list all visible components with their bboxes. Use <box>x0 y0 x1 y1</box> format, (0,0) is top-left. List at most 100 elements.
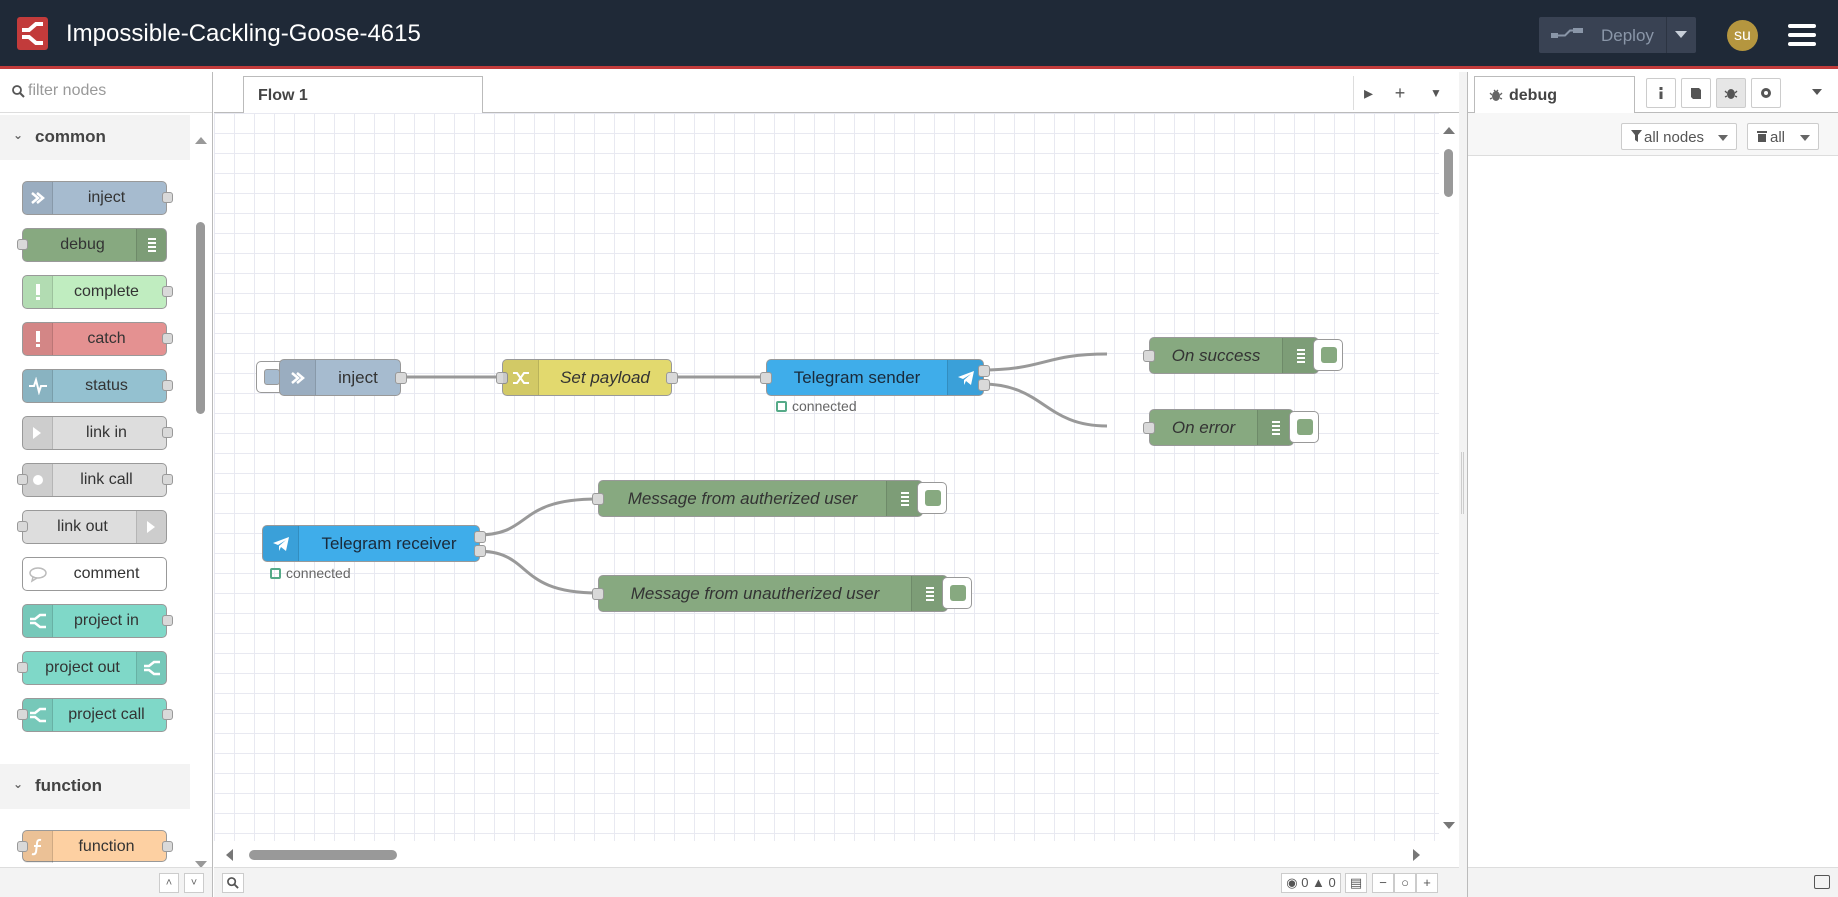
flow-canvas[interactable]: inject Set payload Telegram sender conne… <box>214 113 1439 841</box>
output-port[interactable] <box>162 427 173 438</box>
notification-counts[interactable]: ◉ 0 ▲ 0 <box>1281 873 1341 893</box>
output-port-2[interactable] <box>978 379 990 391</box>
user-avatar[interactable]: su <box>1727 20 1758 51</box>
clear-messages-dropdown[interactable]: all <box>1747 123 1819 150</box>
scroll-up-icon[interactable] <box>194 135 208 145</box>
palette-node-comment[interactable]: comment <box>22 557 167 591</box>
input-port[interactable] <box>1143 350 1155 362</box>
expand-all-icon[interactable]: ˅ <box>184 873 204 893</box>
flow-node-telegram-sender[interactable]: Telegram sender <box>760 359 990 396</box>
sidebar-splitter[interactable] <box>1459 72 1467 897</box>
config-tab-button[interactable] <box>1751 78 1781 108</box>
flow-node-on-success[interactable]: On success <box>1143 337 1319 374</box>
deploy-button[interactable]: Deploy <box>1539 17 1696 53</box>
palette-node-inject[interactable]: inject <box>22 181 173 215</box>
output-port[interactable] <box>162 474 173 485</box>
main-menu-icon[interactable] <box>1788 24 1816 46</box>
debug-toggle-button[interactable] <box>942 577 972 609</box>
output-port[interactable] <box>162 709 173 720</box>
flow-node-inject[interactable]: inject <box>279 359 407 396</box>
output-port[interactable] <box>162 841 173 852</box>
palette-node-status[interactable]: status <box>22 369 173 403</box>
input-port[interactable] <box>496 372 508 384</box>
output-port-1[interactable] <box>474 531 486 543</box>
tab-flow-1[interactable]: Flow 1 <box>243 76 483 114</box>
flow-node-on-error[interactable]: On error <box>1143 409 1294 446</box>
deploy-separator <box>1666 17 1667 53</box>
search-flows-button[interactable] <box>222 873 244 893</box>
palette-scroll-thumb[interactable] <box>196 222 205 414</box>
filter-nodes-input[interactable] <box>28 82 198 100</box>
input-port[interactable] <box>1143 422 1155 434</box>
input-port[interactable] <box>17 521 28 532</box>
canvas-horizontal-scrollbar[interactable] <box>214 841 1439 867</box>
open-debug-window-icon[interactable] <box>1814 875 1830 889</box>
debug-toggle-button[interactable] <box>917 482 947 514</box>
debug-toggle-button[interactable] <box>1313 339 1343 371</box>
link-in-icon <box>23 417 53 449</box>
debug-tab-button[interactable] <box>1716 78 1746 108</box>
scroll-up-icon[interactable] <box>1442 125 1456 135</box>
input-port[interactable] <box>760 372 772 384</box>
output-port[interactable] <box>162 380 173 391</box>
palette-scrollbar[interactable] <box>193 137 209 870</box>
scroll-down-icon[interactable] <box>1442 821 1456 831</box>
palette-node-debug[interactable]: debug <box>17 228 167 262</box>
sidebar-menu-caret-icon[interactable] <box>1812 89 1822 95</box>
zoom-in-icon[interactable]: + <box>1416 873 1438 893</box>
debug-toggle-button[interactable] <box>1289 411 1319 443</box>
input-port[interactable] <box>17 474 28 485</box>
palette-node-link-call[interactable]: link call <box>17 463 173 497</box>
palette-node-complete[interactable]: complete <box>22 275 173 309</box>
input-port[interactable] <box>17 709 28 720</box>
zoom-out-icon[interactable]: − <box>1372 873 1394 893</box>
tab-debug[interactable]: debug <box>1474 76 1635 114</box>
horizontal-scroll-thumb[interactable] <box>249 850 397 860</box>
input-port[interactable] <box>17 841 28 852</box>
palette-node-function[interactable]: function <box>17 830 173 863</box>
output-port[interactable] <box>162 192 173 203</box>
node-label: link call <box>80 471 133 488</box>
filter-nodes-dropdown[interactable]: all nodes <box>1621 123 1737 150</box>
output-port-2[interactable] <box>474 545 486 557</box>
flow-node-message-unauthorized[interactable]: Message from unautherized user <box>592 575 948 612</box>
help-tab-button[interactable] <box>1681 78 1711 108</box>
input-port[interactable] <box>592 588 604 600</box>
scroll-right-icon[interactable] <box>1412 848 1422 862</box>
add-flow-icon[interactable]: + <box>1394 83 1406 103</box>
debug-list-icon <box>1282 338 1318 373</box>
status-text: connected <box>792 398 857 414</box>
canvas-vertical-scrollbar[interactable] <box>1439 113 1459 841</box>
palette-node-project-call[interactable]: project call <box>17 698 173 732</box>
zoom-reset-icon[interactable]: ○ <box>1394 873 1416 893</box>
scroll-left-icon[interactable] <box>224 848 234 862</box>
output-port[interactable] <box>395 372 407 384</box>
palette-node-link-out[interactable]: link out <box>17 510 167 544</box>
scroll-down-icon[interactable] <box>194 860 208 870</box>
collapse-all-icon[interactable]: ˄ <box>159 873 179 893</box>
output-port[interactable] <box>162 286 173 297</box>
output-port[interactable] <box>162 615 173 626</box>
flow-node-set-payload[interactable]: Set payload <box>496 359 678 396</box>
input-port[interactable] <box>17 239 28 250</box>
input-port[interactable] <box>592 493 604 505</box>
scroll-tabs-right-icon[interactable]: ▸ <box>1353 76 1383 110</box>
flow-node-message-authorized[interactable]: Message from autherized user <box>592 480 923 517</box>
sidebar-footer <box>1468 867 1838 897</box>
output-port[interactable] <box>666 372 678 384</box>
palette-node-catch[interactable]: catch <box>22 322 173 356</box>
palette-node-project-out[interactable]: project out <box>17 651 167 685</box>
flow-list-caret-icon[interactable]: ▼ <box>1430 86 1442 100</box>
vertical-scroll-thumb[interactable] <box>1444 149 1453 197</box>
flow-node-telegram-receiver[interactable]: Telegram receiver <box>262 525 486 562</box>
category-common[interactable]: ⌄ common <box>0 115 190 160</box>
palette-node-project-in[interactable]: project in <box>22 604 173 638</box>
deploy-menu-caret-icon[interactable] <box>1675 31 1687 38</box>
navigator-map-icon[interactable]: ▤ <box>1345 873 1367 893</box>
output-port-1[interactable] <box>978 365 990 377</box>
palette-node-link-in[interactable]: link in <box>22 416 173 450</box>
category-function[interactable]: ⌄ function <box>0 764 190 809</box>
output-port[interactable] <box>162 333 173 344</box>
input-port[interactable] <box>17 662 28 673</box>
info-tab-button[interactable] <box>1646 78 1676 108</box>
